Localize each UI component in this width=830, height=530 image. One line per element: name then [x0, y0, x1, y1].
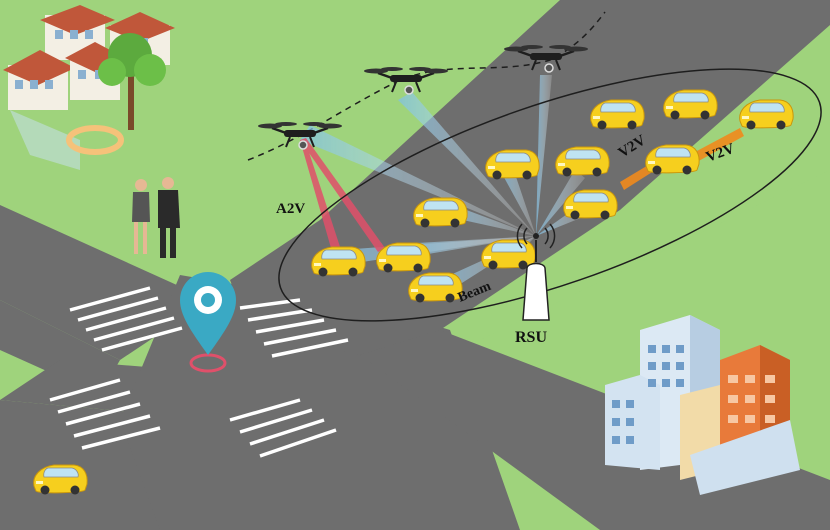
car-intersection — [33, 464, 88, 495]
rsu-label: RSU — [515, 329, 547, 346]
car-9 — [311, 246, 366, 277]
car-12 — [481, 239, 536, 270]
houses-illustration — [3, 5, 175, 170]
car-2 — [663, 89, 718, 120]
rsu-coverage-area — [278, 68, 822, 322]
a2v-links — [300, 138, 385, 262]
a2v-label: A2V — [276, 201, 305, 217]
car-6 — [645, 144, 700, 175]
car-10 — [376, 242, 431, 273]
car-7 — [413, 197, 468, 228]
car-8 — [563, 189, 618, 220]
car-11 — [408, 272, 463, 303]
car-5 — [555, 146, 610, 177]
car-3 — [739, 99, 794, 130]
city-buildings-illustration — [605, 315, 800, 495]
car-4 — [485, 149, 540, 180]
people-handshake-illustration — [132, 177, 180, 258]
car-1 — [590, 99, 645, 130]
rsu-antenna-icon — [516, 223, 556, 321]
location-pin-icon — [180, 272, 236, 373]
